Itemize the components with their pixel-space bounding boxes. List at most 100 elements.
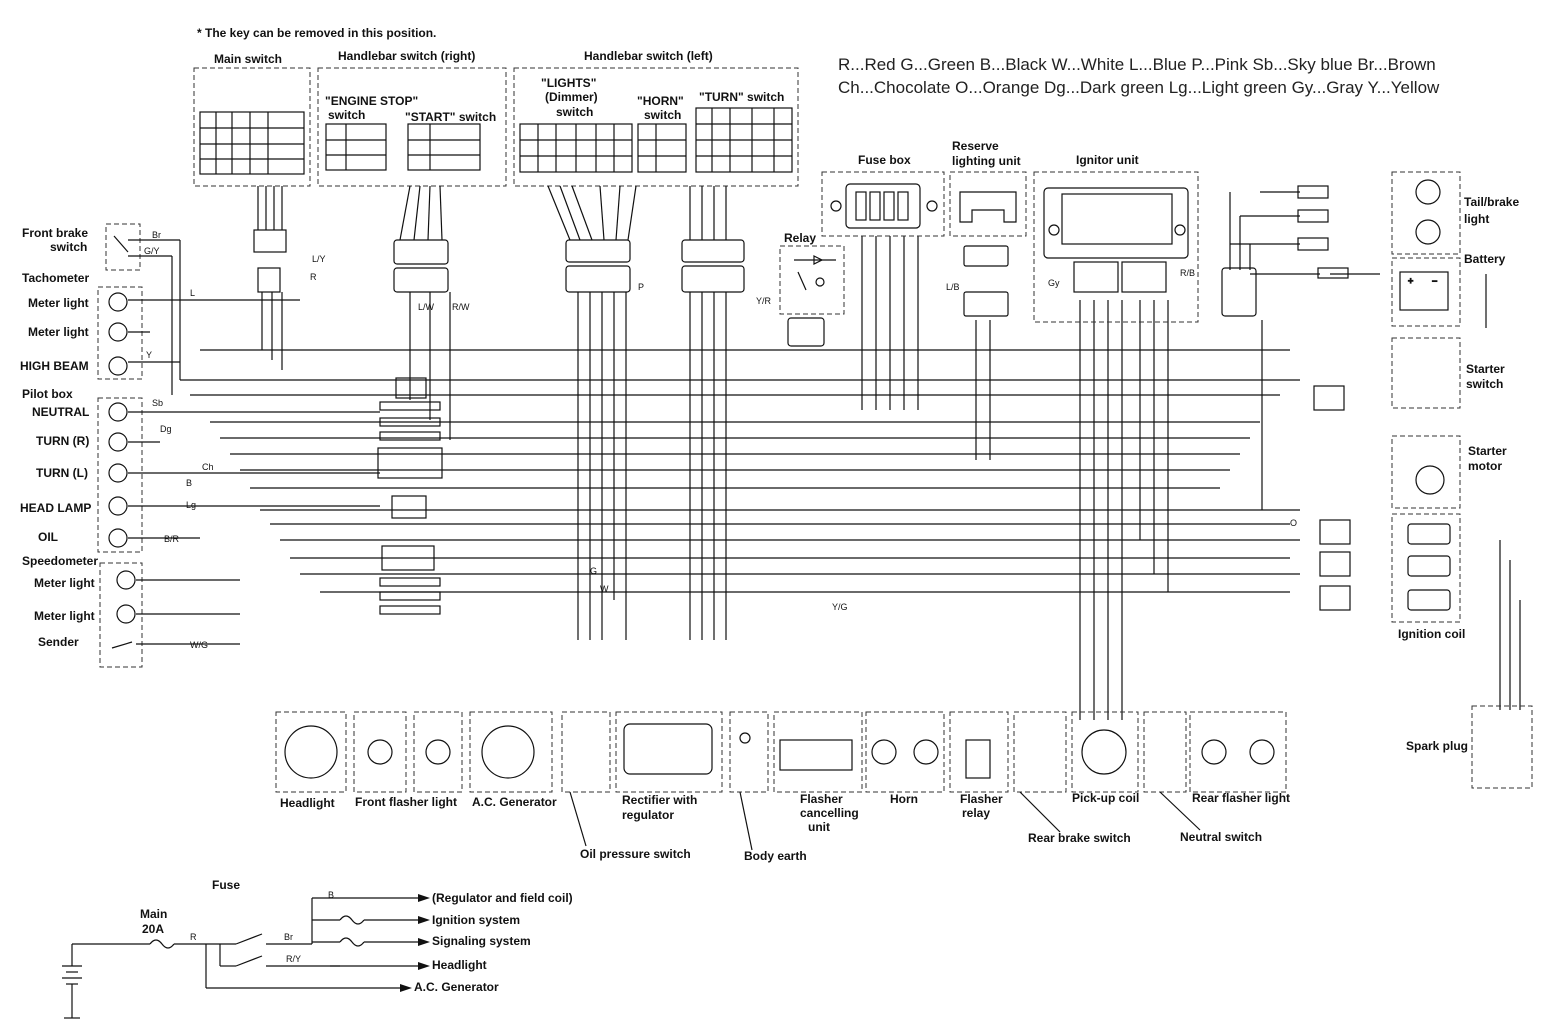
hb-right-box [317,67,507,187]
pickup-coil-label: Pick-up coil [1072,791,1139,805]
speedo-meter-light-1: Meter light [34,576,95,590]
start-label: "START" switch [405,110,496,124]
rectifier-label: Rectifier with [622,793,697,807]
fuse-regulator: (Regulator and field coil) [432,891,573,905]
starter-motor-body [1415,465,1445,495]
tachometer-label: Tachometer [22,271,89,285]
speedometer-label: Speedometer [22,554,98,568]
ignitor-box [1033,171,1199,323]
front-brake-label2: switch [50,240,87,254]
wire-code: B/R [164,534,180,544]
spark-plug-label: Spark plug [1406,739,1468,753]
oil-pressure-label: Oil pressure switch [580,847,691,861]
connectors-mid [377,185,1351,615]
pilot-box [97,397,143,553]
tail-brake-box [1391,171,1461,255]
lights-label2: (Dimmer) [545,90,598,104]
wire-code: O [1290,518,1297,528]
wire-code: W [600,584,609,594]
fuse-box [821,171,945,237]
wire-code: Y [146,350,152,360]
reserve-lighting-body [959,191,1017,223]
instrument-bulbs [108,235,136,649]
high-beam-label: HIGH BEAM [20,359,89,373]
engine-stop-label: "ENGINE STOP" [325,94,418,108]
wire-code: L/W [418,302,435,312]
svg-text:+: + [1408,276,1413,286]
color-legend-line1: R...Red G...Green B...Black W...White L.… [838,55,1436,74]
tail-brake-label: Tail/brake [1464,195,1519,209]
fuse-arrows [400,894,430,992]
turn-switch-label: "TURN" switch [699,90,784,104]
starter-motor-box [1391,435,1461,509]
callout-lines [569,791,1201,851]
fuse-main-label: Main [140,907,167,921]
reserve-label: Reserve [952,139,999,153]
wire-code: B [186,478,192,488]
wire-code: L/B [946,282,960,292]
starter-switch-label2: switch [1466,377,1503,391]
main-switch-title: Main switch [214,52,282,66]
speedometer-box [99,562,143,668]
battery-label: Battery [1464,252,1506,266]
fuse-box-body [830,183,938,229]
wire-code: R [310,272,317,282]
tail-brake-bulbs [1415,179,1441,245]
lights-label: "LIGHTS" [541,76,596,90]
headlight-label: Headlight [280,796,335,810]
fuse-main-amp: 20A [142,922,164,936]
flasher-relay-label2: relay [962,806,990,820]
fuse-circuit [62,897,418,1019]
ignitor-label: Ignitor unit [1076,153,1139,167]
rectifier-label2: regulator [622,808,674,822]
fuse-ry-label: R/Y [286,954,301,964]
body-earth-label: Body earth [744,849,807,863]
turn-l-label: TURN (L) [36,466,88,480]
wire-code: R/W [452,302,470,312]
ignition-coil-box [1391,513,1461,623]
relay-label: Relay [784,231,816,245]
lights-switch-table [519,123,633,173]
relay-body [794,255,836,291]
front-brake-label: Front brake [22,226,88,240]
fuse-ac-gen: A.C. Generator [414,980,499,994]
spark-plug-box [1471,705,1533,789]
wire-code: P [638,282,644,292]
starter-motor-label2: motor [1468,459,1502,473]
wire-code: Sb [152,398,163,408]
reserve-lighting-box [949,171,1027,237]
wire-code: Dg [160,424,172,434]
tach-meter-light-1: Meter light [28,296,89,310]
flasher-cancel-label3: unit [808,820,830,834]
turn-r-label: TURN (R) [36,434,89,448]
speedo-meter-light-2: Meter light [34,609,95,623]
fuse-box-label: Fuse box [858,153,911,167]
neutral-switch-label: Neutral switch [1180,830,1262,844]
pilot-box-label: Pilot box [22,387,73,401]
flasher-relay-label: Flasher [960,792,1003,806]
ignition-coil-label: Ignition coil [1398,627,1465,641]
wire-code: G [590,566,597,576]
starter-switch-label: Starter [1466,362,1505,376]
color-legend-line2: Ch...Chocolate O...Orange Dg...Dark gree… [838,78,1440,97]
tail-brake-label2: light [1464,212,1489,226]
wire-code: Br [152,230,161,240]
fuse-r-label: R [190,932,197,942]
ignition-coils [1407,523,1451,611]
harness-right [393,185,449,293]
flasher-cancel-label2: cancelling [800,806,859,820]
horn-switch-label: "HORN" [637,94,684,108]
turn-switch-table [695,107,793,173]
wire-code: L/Y [312,254,326,264]
hb-right-title: Handlebar switch (right) [338,49,475,63]
bottom-components [275,711,1287,793]
wire-code: L [190,288,195,298]
tachometer-box [97,286,143,380]
fuse-title: Fuse [212,878,240,892]
fuse-ignition: Ignition system [432,913,520,927]
hb-left-box [513,67,799,187]
horn-switch-label2: switch [644,108,681,122]
sender-label: Sender [38,635,79,649]
horn-switch-table [637,123,687,173]
